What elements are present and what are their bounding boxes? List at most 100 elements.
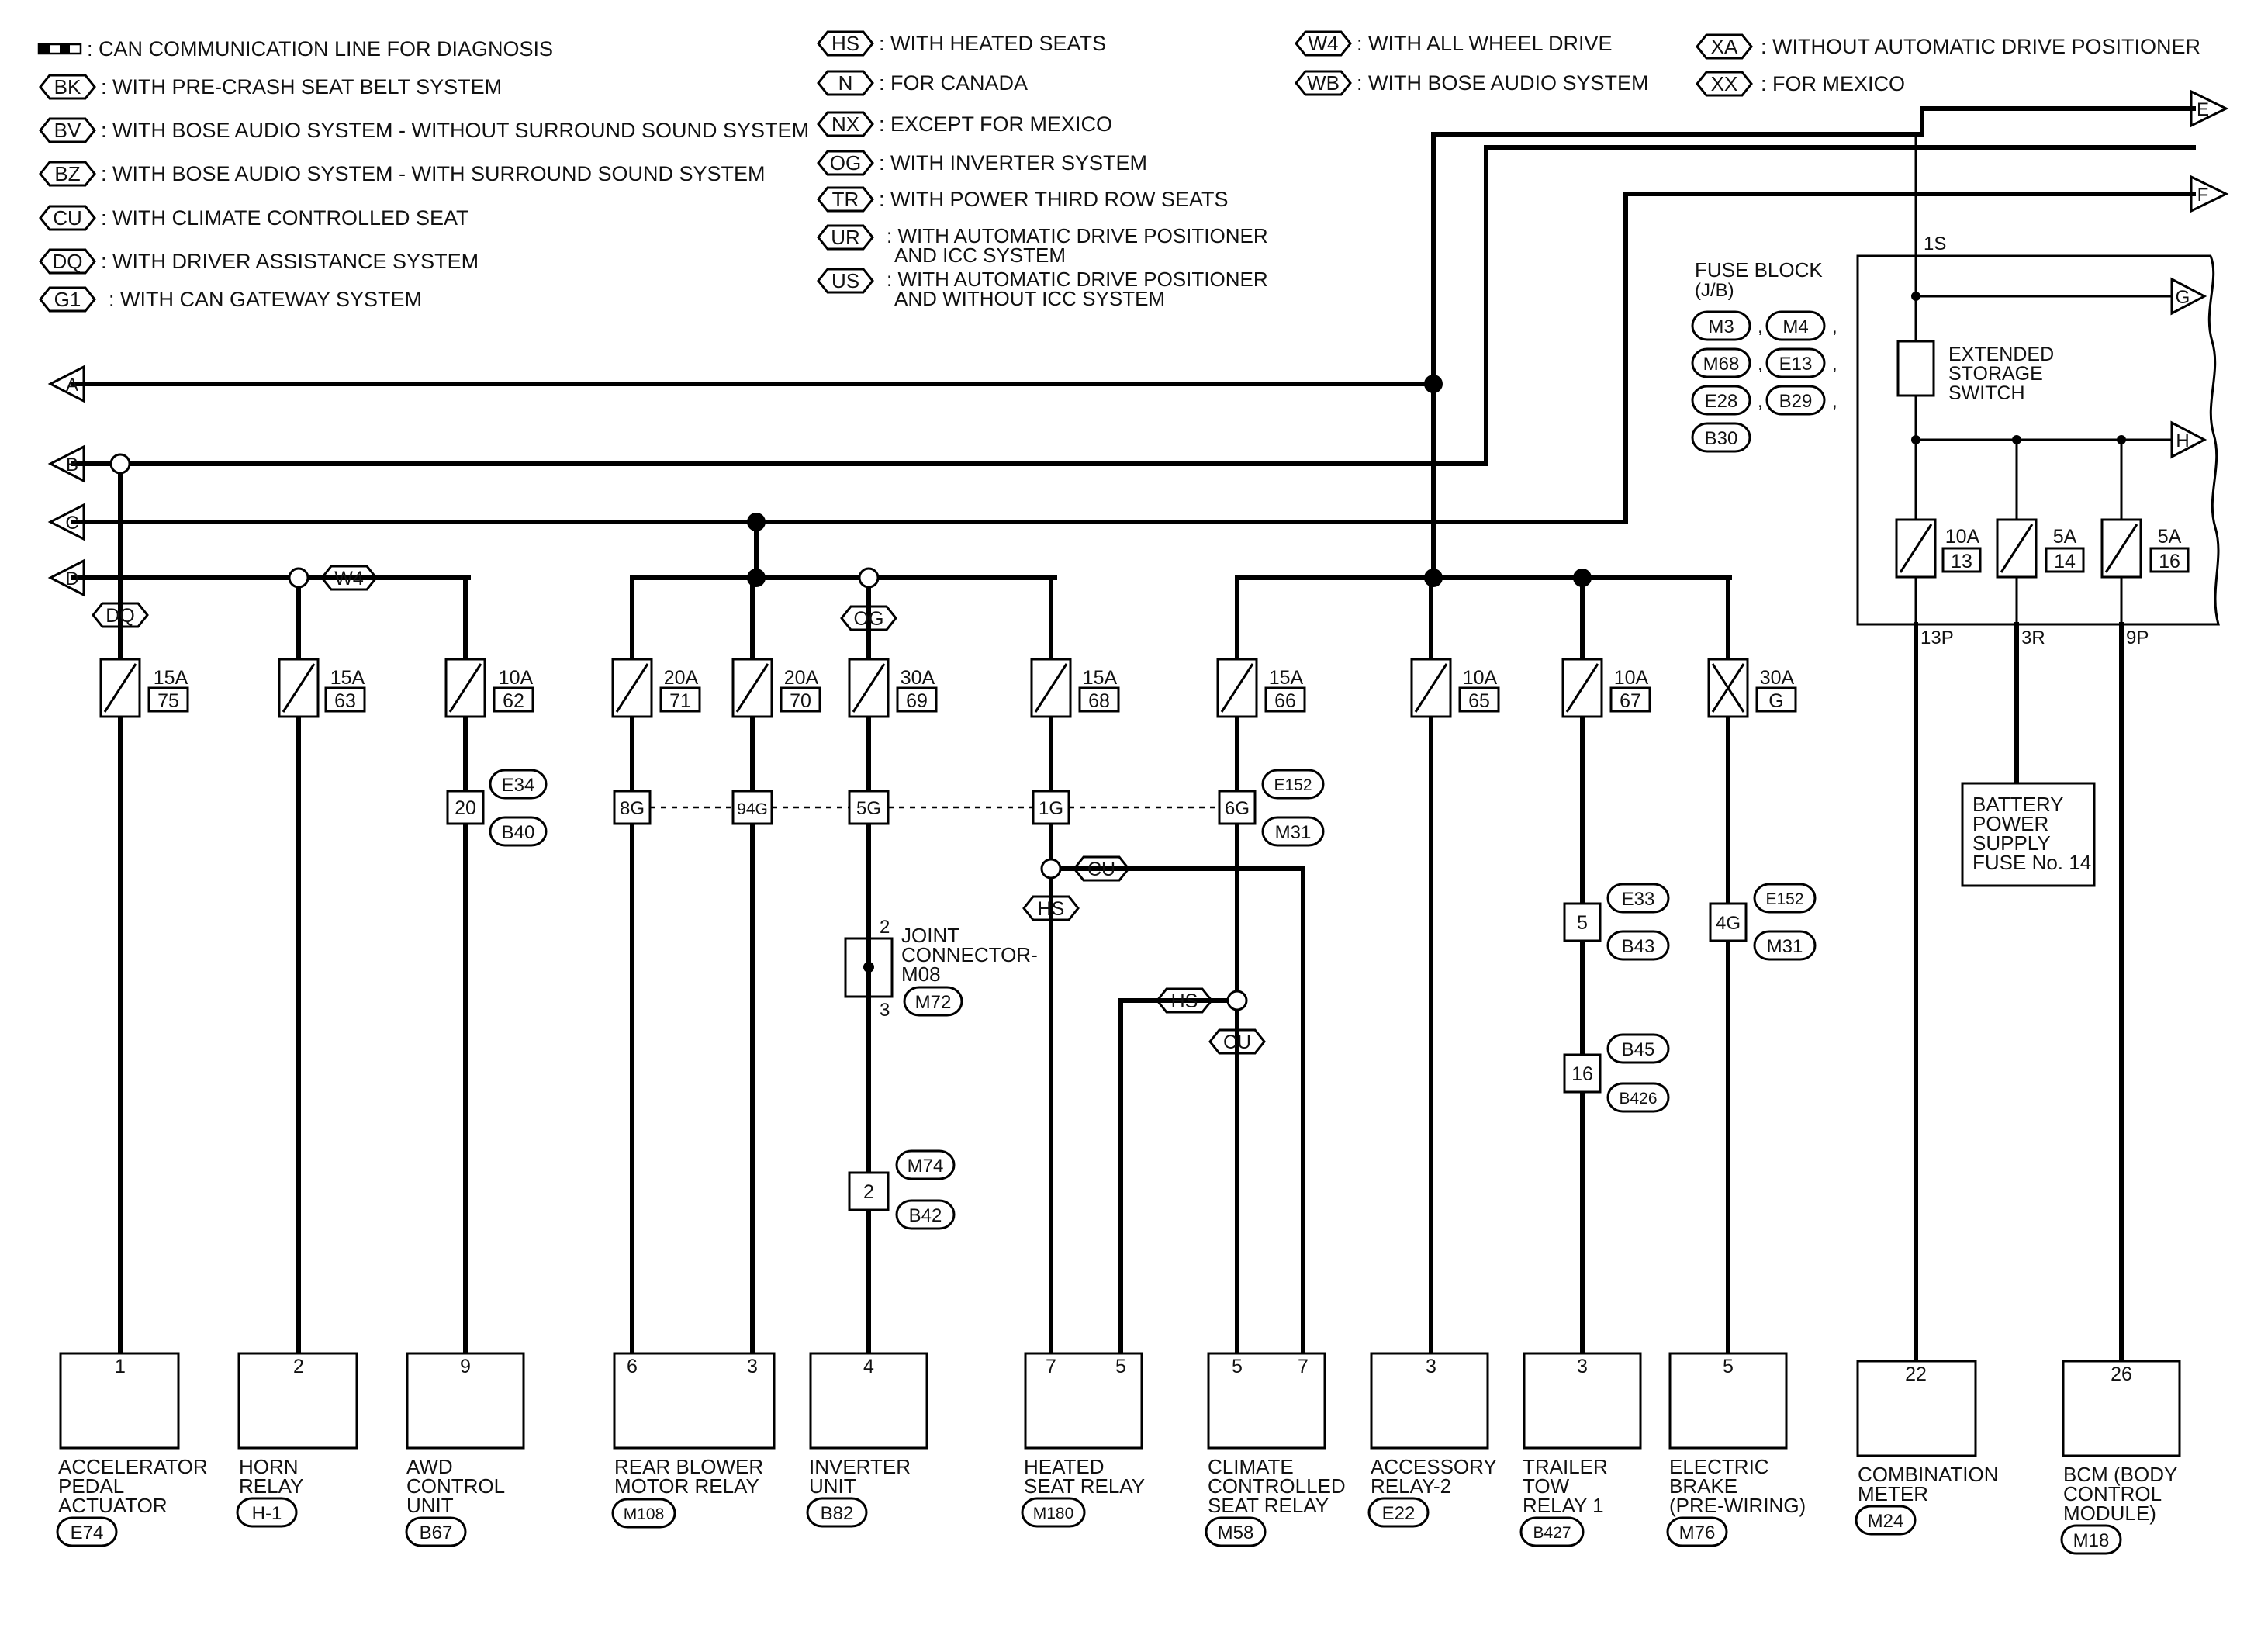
svg-text:TOW: TOW bbox=[1523, 1474, 1570, 1498]
inline-connector bbox=[731, 790, 773, 825]
svg-text:16: 16 bbox=[1571, 1063, 1593, 1085]
wire-b bbox=[71, 145, 2196, 466]
svg-text:E22: E22 bbox=[1382, 1503, 1416, 1524]
branch-inverter: OG 30A 69 5G 2 3 JOINT CONNECTOR- M08 M7… bbox=[840, 567, 1038, 1360]
svg-text:3: 3 bbox=[1426, 1356, 1436, 1377]
fuse-number-box bbox=[1941, 547, 1982, 573]
svg-text:M180: M180 bbox=[1033, 1505, 1074, 1522]
svg-text:M74: M74 bbox=[908, 1156, 944, 1177]
svg-text:BCM (BODY: BCM (BODY bbox=[2063, 1463, 2177, 1486]
svg-text:75: 75 bbox=[157, 690, 179, 712]
svg-text:ELECTRIC: ELECTRIC bbox=[1669, 1455, 1769, 1478]
bus-terminal-d: D bbox=[47, 558, 85, 597]
svg-text:30A: 30A bbox=[901, 667, 935, 689]
legend-text: : WITH AUTOMATIC DRIVE POSITIONER bbox=[887, 268, 1268, 291]
svg-text:E152: E152 bbox=[1274, 776, 1312, 794]
connector-tag bbox=[806, 1497, 868, 1528]
legend-item: BV: WITH BOSE AUDIO SYSTEM - WITHOUT SUR… bbox=[39, 117, 809, 143]
component-horn-relay: 2 HORN RELAY H-1 bbox=[236, 1352, 358, 1528]
svg-text:RELAY-2: RELAY-2 bbox=[1371, 1474, 1451, 1498]
legend-item: DQ: WITH DRIVER ASSISTANCE SYSTEM bbox=[39, 248, 479, 275]
bus-terminal-h: H bbox=[2170, 420, 2207, 459]
svg-text:E28: E28 bbox=[1705, 391, 1738, 412]
svg-text:,: , bbox=[1758, 391, 1763, 412]
legend-item: CU: WITH CLIMATE CONTROLLED SEAT bbox=[39, 205, 469, 231]
svg-text:13: 13 bbox=[1951, 551, 1972, 572]
option-tag-hs bbox=[1022, 895, 1080, 921]
legend-code: DQ bbox=[53, 250, 83, 273]
legend-text: : WITH PRE-CRASH SEAT BELT SYSTEM bbox=[101, 75, 502, 98]
connector-tag bbox=[405, 1516, 467, 1547]
joint-connector-label: CONNECTOR- bbox=[901, 943, 1038, 966]
svg-text:C: C bbox=[65, 513, 78, 534]
svg-text:1: 1 bbox=[115, 1356, 126, 1377]
svg-text:F: F bbox=[2197, 185, 2209, 206]
svg-text:B: B bbox=[66, 454, 78, 475]
svg-text:10A: 10A bbox=[1945, 526, 1980, 548]
svg-text:SUPPLY: SUPPLY bbox=[1972, 831, 2051, 855]
svg-text:B427: B427 bbox=[1533, 1524, 1571, 1542]
connector-tag bbox=[56, 1516, 118, 1547]
legend-text: : WITH INVERTER SYSTEM bbox=[879, 151, 1147, 175]
connector-tag bbox=[1205, 1516, 1267, 1547]
legend-item: W4: WITH ALL WHEEL DRIVE bbox=[1295, 30, 1613, 57]
bus-terminal-g: G bbox=[2170, 277, 2207, 316]
svg-text:16: 16 bbox=[2159, 551, 2180, 572]
branch-rear-blower: 20A 71 20A 70 8G 94G bbox=[611, 575, 821, 1360]
svg-text:10A: 10A bbox=[499, 667, 534, 689]
svg-text:5G: 5G bbox=[856, 798, 881, 819]
svg-text:W4: W4 bbox=[334, 568, 364, 589]
svg-text:G: G bbox=[1768, 690, 1783, 712]
svg-text:5: 5 bbox=[1115, 1356, 1126, 1377]
legend-text: : WITH CAN GATEWAY SYSTEM bbox=[109, 288, 422, 311]
component-climate-controlled-seat-relay: 5 7 CLIMATE CONTROLLED SEAT RELAY M58 bbox=[1205, 1352, 1346, 1547]
legend-code: TR bbox=[832, 188, 859, 211]
battery-power-supply: BATTERY POWER SUPPLY FUSE No. 14 bbox=[1961, 782, 2096, 887]
connector-tag bbox=[1691, 422, 1751, 453]
bus-terminal-a: A bbox=[47, 365, 85, 403]
component-electric-brake: 5 ELECTRIC BRAKE (PRE-WIRING) M76 bbox=[1666, 1352, 1806, 1547]
fuse-number-box bbox=[780, 686, 821, 713]
branch-accelerator: DQ 15A 75 bbox=[92, 453, 189, 1360]
svg-text:ACCESSORY: ACCESSORY bbox=[1371, 1455, 1497, 1478]
svg-text:EXTENDED: EXTENDED bbox=[1948, 344, 2054, 365]
svg-text:CLIMATE: CLIMATE bbox=[1208, 1455, 1294, 1478]
bus-terminals-left: A B C D bbox=[47, 365, 85, 597]
splice-dot bbox=[1424, 375, 1443, 393]
svg-text:RELAY: RELAY bbox=[239, 1474, 303, 1498]
wire-e-trunk bbox=[1431, 106, 2196, 386]
branch-trailer: 10A 67 5 E33 B43 16 B45 B426 bbox=[1561, 575, 1670, 1360]
svg-text:4G: 4G bbox=[1716, 913, 1741, 934]
svg-text:E33: E33 bbox=[1622, 889, 1655, 910]
legend-code: US bbox=[831, 269, 859, 292]
fuse-number-box bbox=[2149, 547, 2190, 573]
legend-code: BV bbox=[54, 119, 81, 142]
legend-code: HS bbox=[831, 32, 859, 55]
option-splice bbox=[288, 567, 309, 589]
svg-text:62: 62 bbox=[503, 690, 524, 712]
svg-text:HS: HS bbox=[1171, 990, 1198, 1012]
svg-text:DQ: DQ bbox=[105, 605, 135, 627]
connector-tag bbox=[489, 816, 548, 847]
svg-text:2: 2 bbox=[293, 1356, 304, 1377]
option-tag-dq bbox=[92, 602, 149, 628]
svg-text:UNIT: UNIT bbox=[406, 1494, 454, 1517]
connector-tag bbox=[1753, 883, 1817, 914]
svg-text:7: 7 bbox=[1046, 1356, 1056, 1377]
bus-terminal-c: C bbox=[47, 503, 85, 541]
fuse-number-box bbox=[1609, 686, 1651, 713]
svg-text:M58: M58 bbox=[1218, 1522, 1254, 1543]
svg-text:15A: 15A bbox=[1269, 667, 1304, 689]
svg-text:MODULE): MODULE) bbox=[2063, 1502, 2156, 1525]
connector-tag bbox=[895, 1199, 956, 1230]
svg-text:H: H bbox=[2176, 430, 2189, 451]
legend-code: N bbox=[838, 71, 853, 95]
svg-text:UNIT: UNIT bbox=[809, 1474, 856, 1498]
svg-text:63: 63 bbox=[334, 690, 356, 712]
svg-text:(PRE-WIRING): (PRE-WIRING) bbox=[1669, 1494, 1806, 1517]
svg-text:M4: M4 bbox=[1782, 316, 1808, 337]
svg-text:MOTOR RELAY: MOTOR RELAY bbox=[614, 1474, 759, 1498]
splices bbox=[747, 375, 1592, 587]
svg-text:8G: 8G bbox=[620, 798, 645, 819]
svg-text:M72: M72 bbox=[915, 992, 952, 1013]
